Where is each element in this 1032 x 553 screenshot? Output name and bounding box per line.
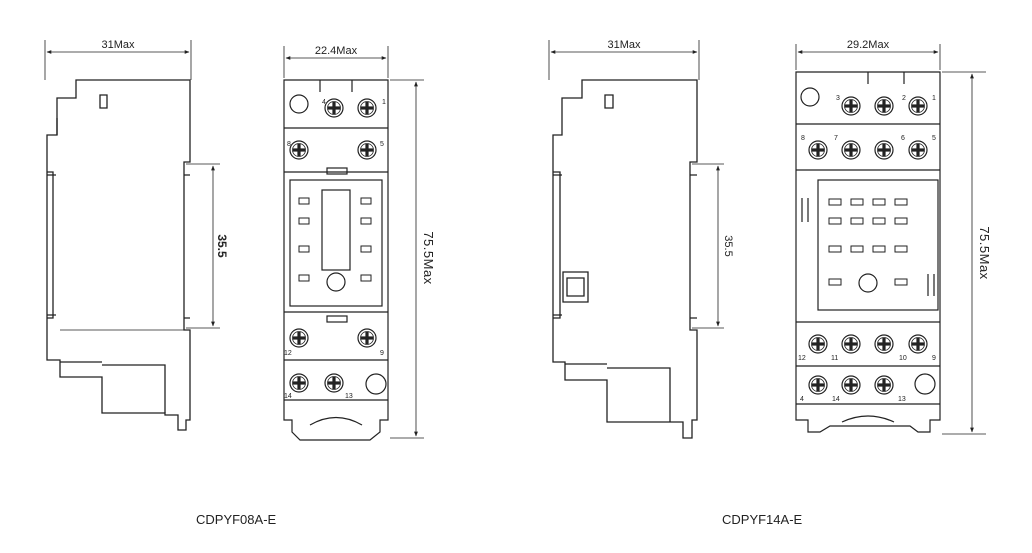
- left-front-view: [283, 79, 389, 441]
- left-pin-1: 1: [382, 99, 386, 106]
- right-side-width-dimension: [548, 40, 700, 80]
- left-front-width-label: 22.4Max: [315, 45, 358, 57]
- right-height-dimension: [942, 71, 986, 435]
- right-pin-14: 14: [832, 396, 840, 403]
- left-pin-13: 13: [345, 393, 353, 400]
- right-pin-2: 2: [902, 95, 906, 102]
- left-pin-4: 4: [322, 99, 326, 106]
- left-pin-14: 14: [284, 393, 292, 400]
- left-front-slots: [298, 197, 372, 282]
- left-pin-5: 5: [380, 141, 384, 148]
- left-side-width-dimension: [44, 40, 192, 80]
- right-pin-7: 7: [834, 135, 838, 142]
- left-front-width-dimension: [283, 46, 389, 78]
- right-pin-10: 10: [899, 355, 907, 362]
- right-pin-1: 1: [932, 95, 936, 102]
- left-side-view: [46, 79, 191, 431]
- right-pin-8: 8: [801, 135, 805, 142]
- right-side-width-label: 31Max: [607, 39, 641, 51]
- right-pin-3: 3: [836, 95, 840, 102]
- right-rail-height-label: 35.5: [722, 235, 734, 256]
- left-model-caption: CDPYF08A-E: [196, 512, 277, 527]
- right-pin-13: 13: [898, 396, 906, 403]
- right-side-view: [552, 79, 698, 439]
- right-pin-6: 6: [901, 135, 905, 142]
- right-pin-4: 4: [800, 396, 804, 403]
- left-side-width-label: 31Max: [101, 39, 135, 51]
- right-pin-11: 11: [831, 355, 838, 362]
- right-model-caption: CDPYF14A-E: [722, 512, 803, 527]
- left-pin-12: 12: [284, 350, 292, 357]
- left-rail-height-label: 35.5: [215, 234, 229, 258]
- left-pin-8: 8: [287, 141, 291, 148]
- right-front-width-label: 29.2Max: [847, 39, 890, 51]
- right-front-width-dimension: [795, 44, 941, 70]
- left-height-dimension: [390, 79, 424, 439]
- left-pin-9: 9: [380, 350, 384, 357]
- right-pin-9: 9: [932, 355, 936, 362]
- left-rail-dimension: [186, 163, 220, 329]
- right-pin-12: 12: [798, 355, 806, 362]
- right-pin-5: 5: [932, 135, 936, 142]
- right-height-label: 75.5Max: [977, 226, 992, 279]
- right-front-view: [795, 71, 941, 433]
- right-rail-dimension: [692, 163, 724, 329]
- left-height-label: 75.5Max: [421, 231, 436, 284]
- right-screw-terminals: [808, 96, 928, 395]
- right-front-slots: [828, 198, 908, 286]
